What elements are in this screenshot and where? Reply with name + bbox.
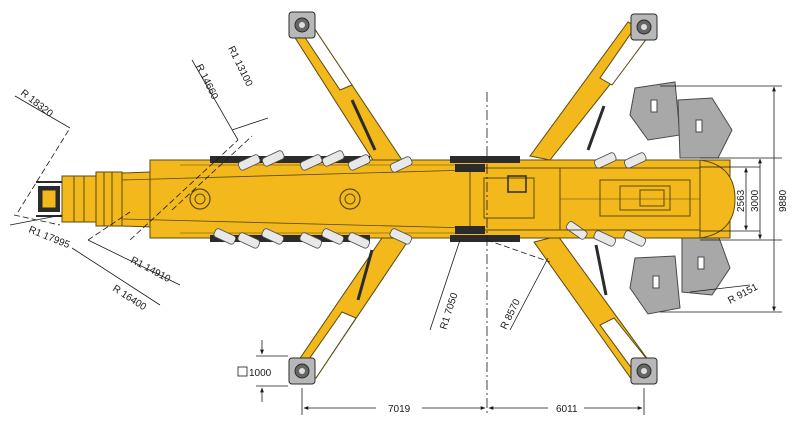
label-r13100: R1 13100 xyxy=(225,44,254,88)
pad-front-right xyxy=(630,13,658,41)
label-r9151: R 9151 xyxy=(726,282,760,307)
label-9880: 9880 xyxy=(778,189,789,212)
label-r16400: R 16400 xyxy=(110,283,148,313)
wheels xyxy=(213,150,647,249)
label-r8570: R 8570 xyxy=(499,297,523,331)
label-r7050: R1 7050 xyxy=(438,291,460,331)
carrier-and-boom xyxy=(36,150,736,249)
superstructure xyxy=(455,164,701,234)
pad-front-left xyxy=(288,11,316,39)
label-r17995: R1 17995 xyxy=(27,225,72,252)
label-3000: 3000 xyxy=(750,189,761,212)
pad-size-symbol xyxy=(237,366,248,377)
outrigger-beam-front-left xyxy=(291,24,403,169)
pad-rear-right xyxy=(630,357,658,385)
counterweights xyxy=(629,81,733,315)
label-r14660: R 14660 xyxy=(193,62,220,101)
radius-dimensions xyxy=(9,59,751,331)
outrigger-pads xyxy=(288,11,658,385)
hook-block xyxy=(36,181,62,217)
pad-rear-left xyxy=(288,357,316,385)
label-r18320: R 18320 xyxy=(18,88,55,120)
label-2563: 2563 xyxy=(736,189,747,212)
label-7019: 7019 xyxy=(388,404,411,415)
label-pad-size: 1000 xyxy=(249,368,272,379)
label-r14910: R1 14910 xyxy=(129,255,173,285)
outrigger-beam-rear-left xyxy=(291,231,411,379)
label-6011: 6011 xyxy=(556,404,578,415)
